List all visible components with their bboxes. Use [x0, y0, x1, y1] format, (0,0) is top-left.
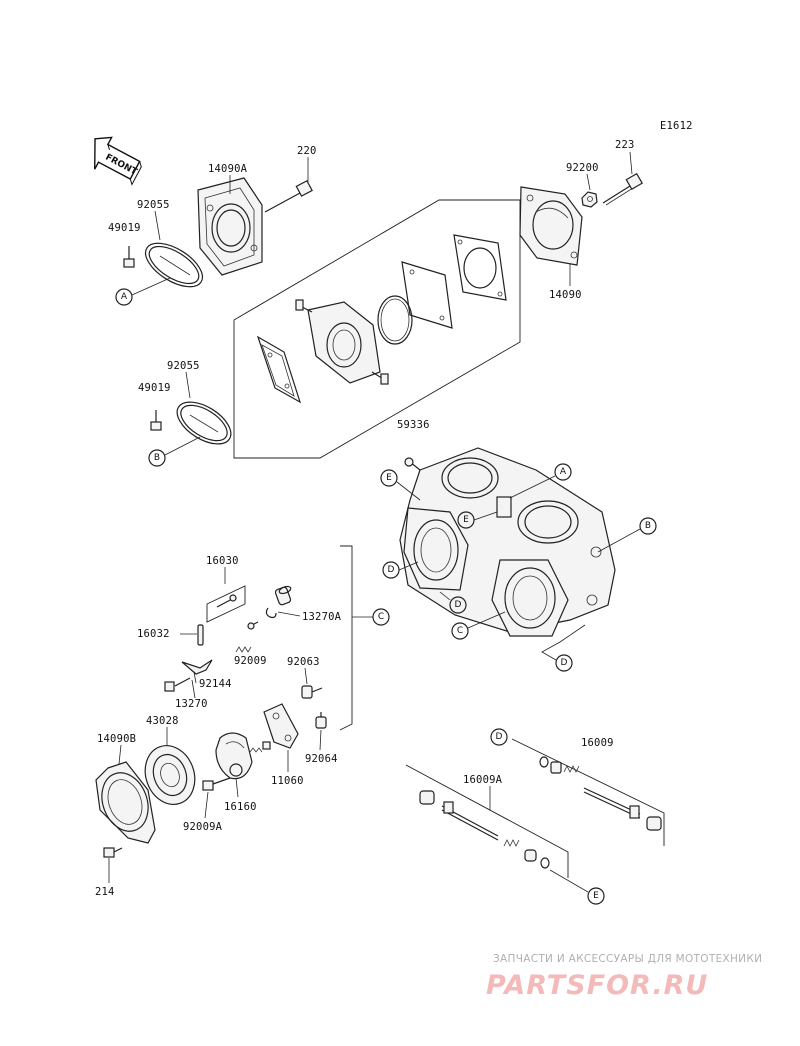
cover-14090B [95, 761, 156, 844]
ref-marker-c-right-label: C [457, 626, 463, 636]
ref-marker-b-left-label: B [154, 453, 160, 463]
ref-marker-e-lower [587, 887, 605, 905]
ref-marker-e-top-label: E [386, 473, 392, 483]
housing-16160 [215, 732, 253, 780]
ref-marker-a-right [554, 463, 572, 481]
part-number-92055-upper: 92055 [137, 199, 170, 211]
ref-marker-d-right-label: D [561, 658, 568, 668]
ref-marker-e-mid-label: E [463, 515, 469, 525]
ref-marker-b-right [639, 517, 657, 535]
screw-92009A [202, 777, 231, 791]
part-number-92200: 92200 [566, 162, 599, 174]
diaphragm-square [401, 261, 453, 329]
ref-marker-a-left [115, 288, 133, 306]
front-arrow-icon: FRONT [94, 136, 142, 186]
part-number-49019-upper: 49019 [108, 222, 141, 234]
part-number-92009A: 92009A [183, 821, 223, 833]
ref-marker-b-left [148, 449, 166, 467]
ref-marker-c-left-label: C [378, 612, 384, 622]
part-number-16032: 16032 [137, 628, 170, 640]
part-number-16009: 16009 [581, 737, 614, 749]
lever-92144 [181, 659, 213, 675]
part-number-13270A: 13270A [302, 611, 342, 623]
bolt-220 [264, 179, 313, 213]
ref-marker-d-right [555, 654, 573, 672]
ref-marker-d-mid-label: D [455, 600, 462, 610]
screw-214 [103, 847, 123, 858]
ref-marker-a-left-label: A [121, 292, 128, 302]
bolt-223 [602, 172, 644, 206]
screw-92063 [301, 685, 323, 699]
part-number-92063: 92063 [287, 656, 320, 668]
needle-jet-16009 [539, 756, 662, 831]
gasket-left [256, 335, 302, 404]
ref-marker-e-lower-label: E [593, 891, 599, 901]
bracket-c [339, 545, 353, 731]
part-number-92064: 92064 [305, 753, 338, 765]
part-number-223: 223 [615, 139, 635, 151]
nut-92200 [581, 191, 598, 208]
screw-49019-upper [123, 246, 135, 268]
plate-14090 [519, 186, 583, 266]
part-number-43028: 43028 [146, 715, 179, 727]
part-number-92144: 92144 [199, 678, 232, 690]
part-number-16009A: 16009A [463, 774, 503, 786]
part-number-13270: 13270 [175, 698, 208, 710]
screw-49019-lower [150, 410, 162, 431]
bracket-11060 [263, 703, 299, 749]
exploded-view-frame [233, 199, 521, 459]
screw-13270 [164, 677, 191, 692]
diaphragm-43028 [144, 745, 196, 805]
bushing-13270A [265, 585, 292, 619]
ref-marker-c-right [451, 622, 469, 640]
part-number-14090B: 14090B [97, 733, 136, 745]
part-number-92055-lower: 92055 [167, 360, 200, 372]
pin-16032 [197, 624, 204, 646]
pump-body [295, 299, 389, 385]
spring-92009 [235, 621, 259, 653]
ref-marker-d-lower-label: D [496, 732, 503, 742]
gasket-right [453, 234, 507, 301]
part-number-16160: 16160 [224, 801, 257, 813]
part-number-214: 214 [95, 886, 115, 898]
o-ring-92055-lower [176, 401, 232, 445]
ref-marker-b-right-label: B [645, 521, 651, 531]
spring-small [249, 741, 271, 753]
o-ring-92055-upper [144, 242, 204, 288]
diagram-code: E1612 [660, 120, 693, 132]
plate-14090A [197, 177, 263, 276]
part-number-49019-lower: 49019 [138, 382, 171, 394]
ref-marker-d-mid [449, 596, 467, 614]
part-number-92009: 92009 [234, 655, 267, 667]
needle-jet-16009A [419, 790, 550, 869]
o-ring-center [377, 295, 413, 345]
throttle-body [399, 447, 616, 637]
bracket-16009A [405, 764, 569, 878]
part-number-11060: 11060 [271, 775, 304, 787]
watermark-brand: PARTSFOR.RU [486, 970, 708, 1001]
watermark-tagline: ЗАПЧАСТИ И АКСЕССУАРЫ ДЛЯ МОТОТЕХНИКИ [493, 953, 762, 965]
ref-marker-a-right-label: A [560, 467, 567, 477]
part-number-220: 220 [297, 145, 317, 157]
needle-assembly-16030 [206, 585, 246, 623]
ref-marker-d-lower [490, 728, 508, 746]
ref-marker-d-left-label: D [388, 565, 395, 575]
part-number-14090A: 14090A [208, 163, 248, 175]
bracket-16009 [511, 738, 665, 846]
part-number-16030: 16030 [206, 555, 239, 567]
part-number-14090: 14090 [549, 289, 582, 301]
ref-marker-e-top [380, 469, 398, 487]
screw-92064 [315, 712, 327, 729]
part-number-59336: 59336 [397, 419, 430, 431]
